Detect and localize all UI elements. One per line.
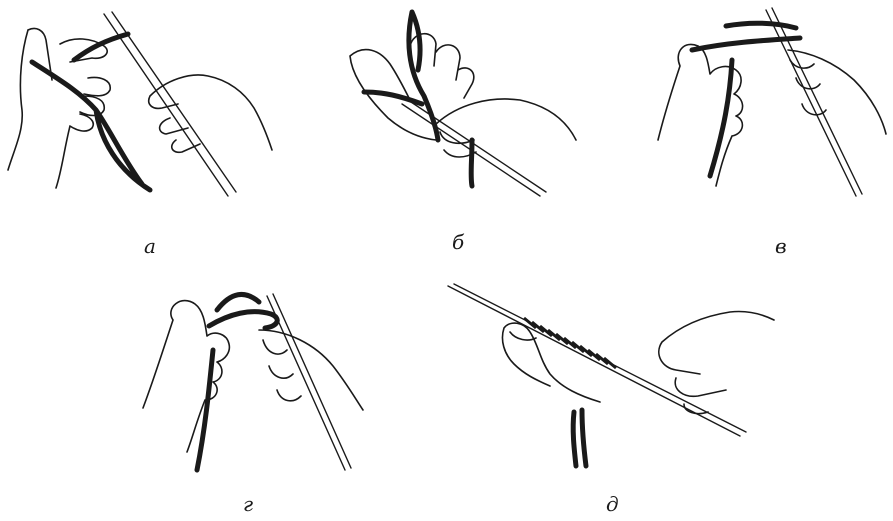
caption-b: б [452,232,464,252]
caption-d: д [606,494,619,514]
step-c-illustration [650,0,893,205]
step-b-illustration [340,0,590,200]
caption-v: в [775,236,787,256]
step-d-illustration [125,280,375,480]
step-e-illustration [440,280,790,480]
caption-a: а [144,236,156,256]
caption-g: г [243,494,253,514]
step-a-illustration [0,0,290,210]
